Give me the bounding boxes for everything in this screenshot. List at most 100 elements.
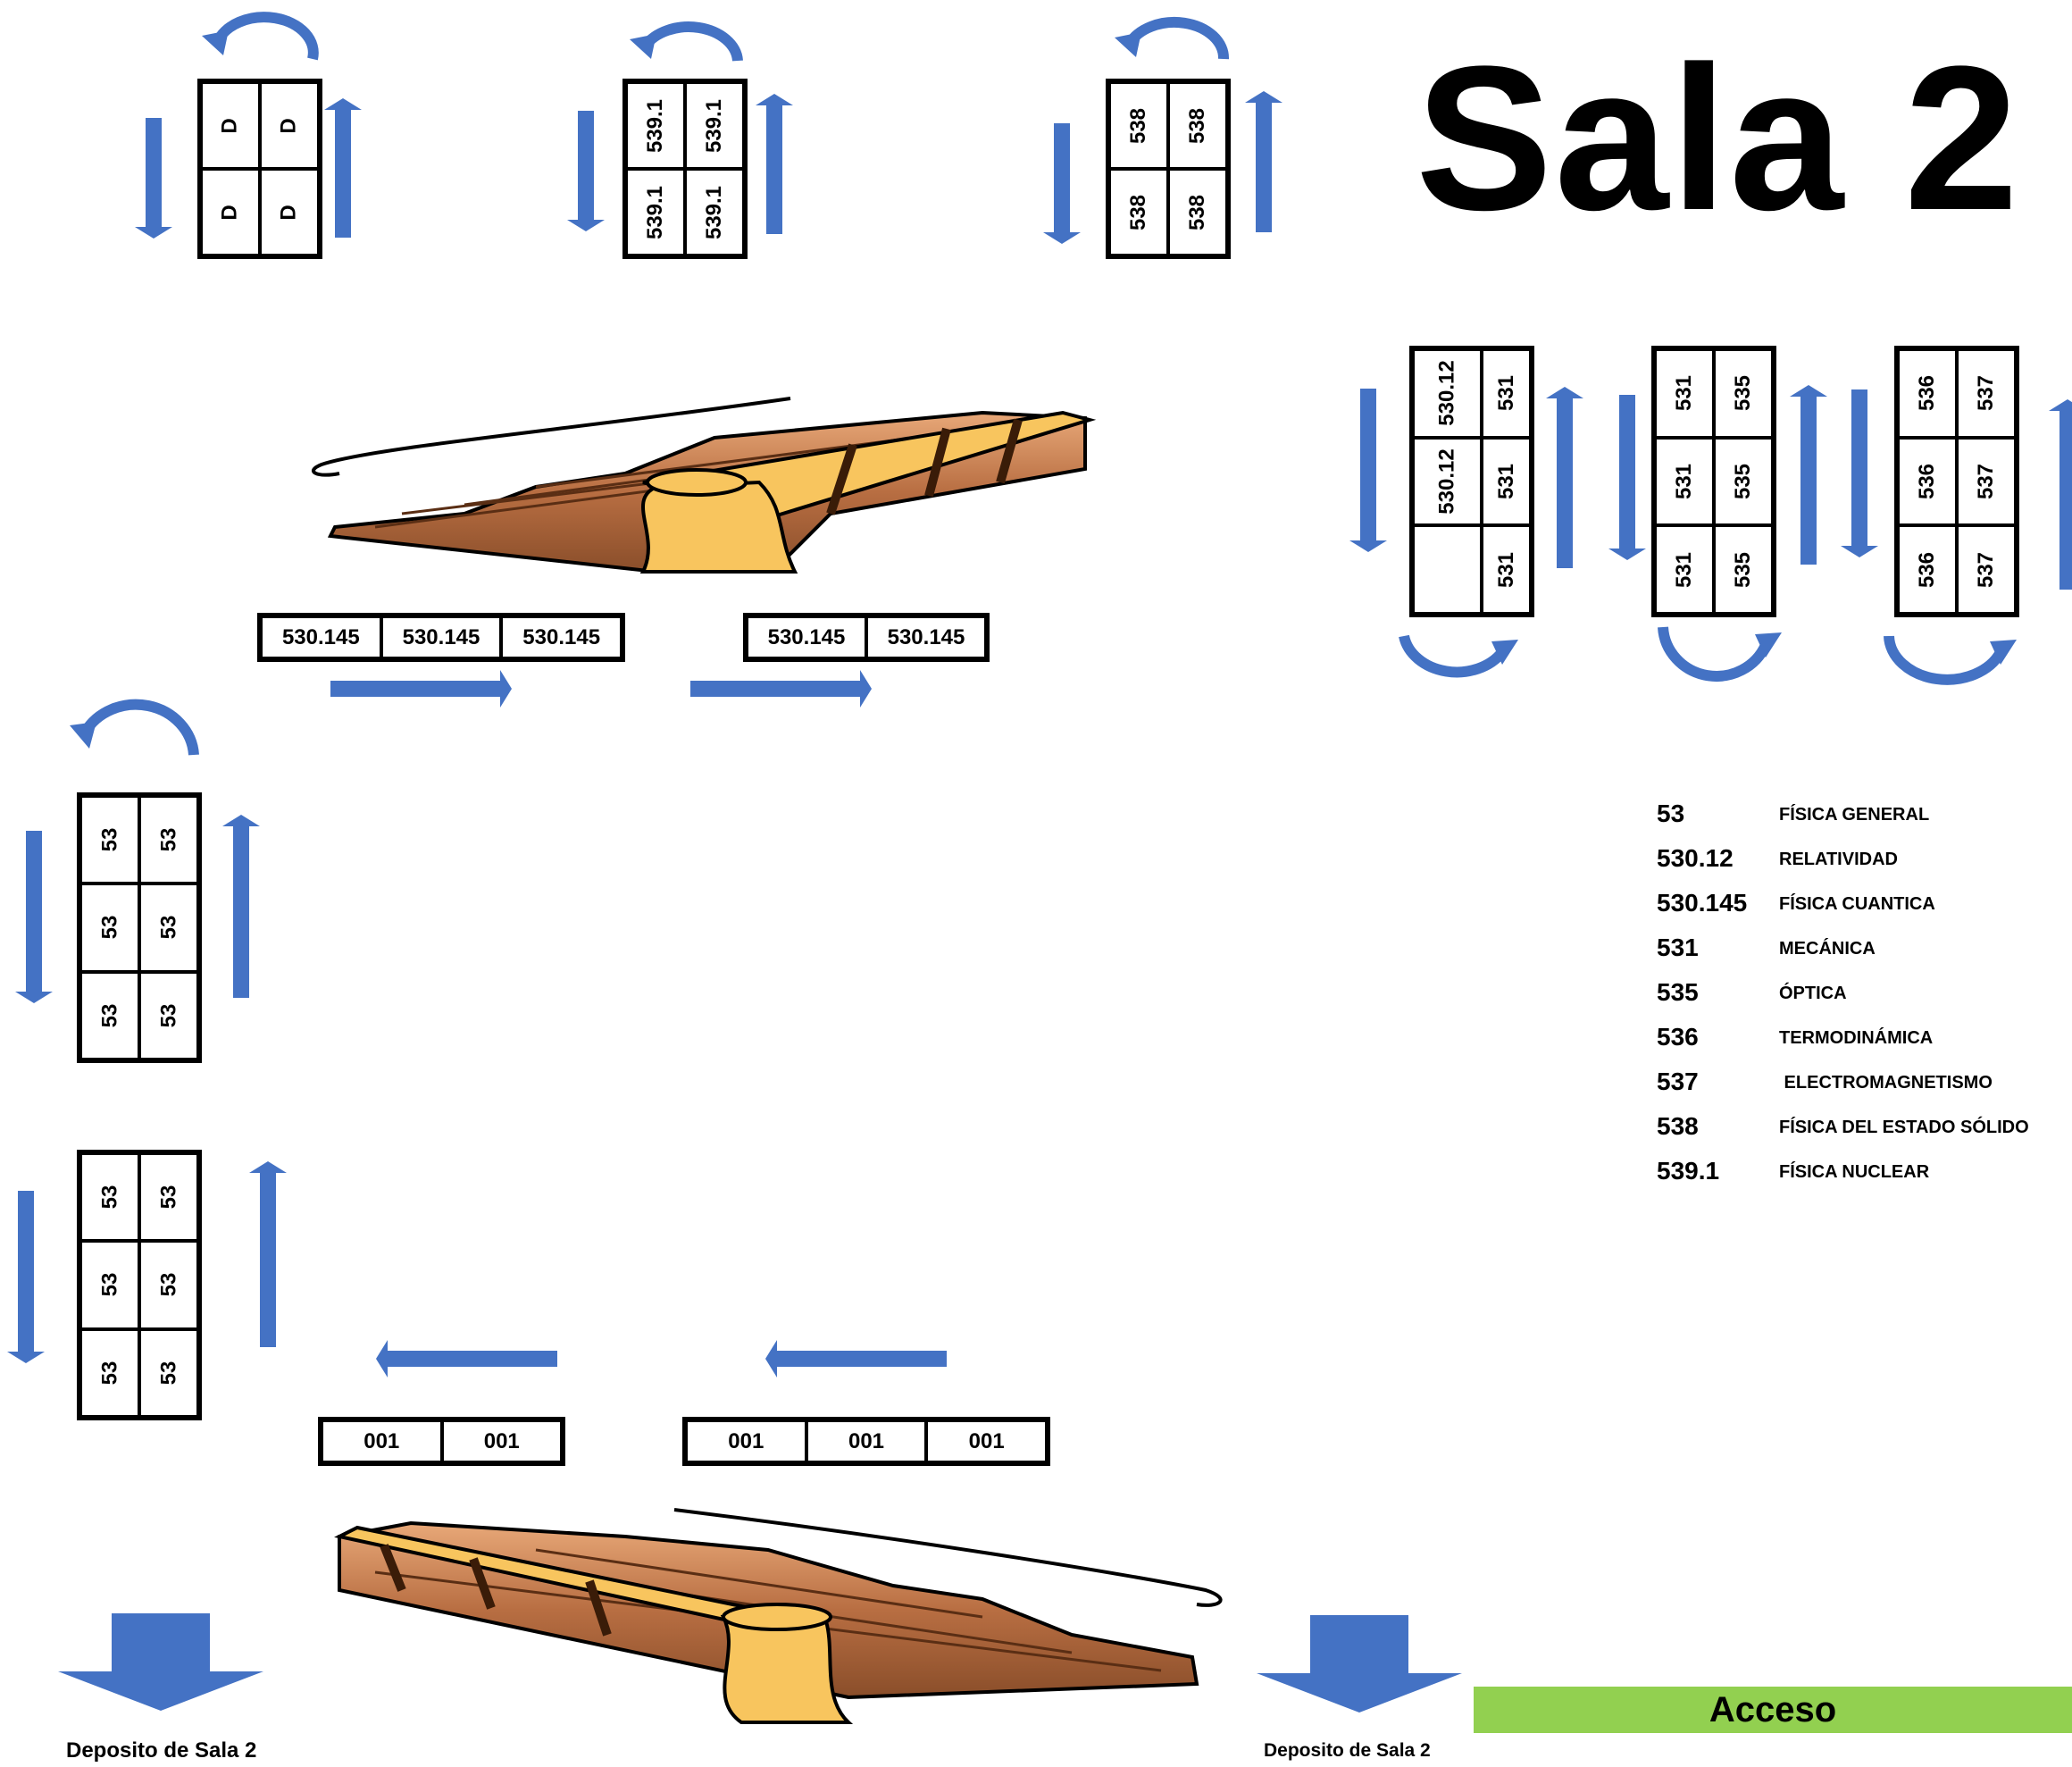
arrow-down-icon — [1608, 395, 1646, 560]
shelf-cell: 53 — [80, 796, 139, 884]
arrow-down-icon — [15, 831, 53, 1003]
arrow-left-icon — [376, 1340, 557, 1378]
shelf-cell: 535 — [1714, 525, 1773, 614]
shelf-cell: 539.1 — [626, 169, 685, 255]
shelf-cell: 537 — [1957, 437, 2016, 526]
shelf-cell: 53 — [80, 1241, 139, 1329]
shelf-cell: 531 — [1655, 349, 1714, 438]
shelf-cell: 53 — [139, 796, 198, 884]
shelf-cell: D — [260, 169, 319, 255]
shelf-530-12-531: 530.12 531 530.12 531 531 — [1409, 346, 1534, 617]
shelf-cell: 539.1 — [626, 82, 685, 169]
arrow-left-icon — [765, 1340, 947, 1378]
rotate-arrow-icon — [1399, 634, 1507, 678]
shelf-cell: 53 — [139, 1153, 198, 1242]
shelf-cell: 530.145 — [866, 616, 986, 658]
arrow-up-icon — [2049, 399, 2072, 590]
shelf-cell: 001 — [806, 1420, 927, 1462]
rotate-arrow-icon — [640, 21, 743, 62]
shelf-cell: 530.145 — [380, 616, 502, 658]
shelf-cell: 530.145 — [747, 616, 866, 658]
shelf-cell: 538 — [1168, 82, 1227, 169]
shelf-cell: 001 — [441, 1420, 562, 1462]
access-label: Acceso — [1709, 1689, 1837, 1729]
shelf-cell: 536 — [1898, 349, 1957, 438]
shelf-cell: 539.1 — [685, 169, 744, 255]
shelf-d: D D D D — [197, 79, 322, 259]
shelf-cell: D — [201, 169, 260, 255]
arrow-up-icon — [1546, 387, 1583, 568]
shelf-cell: D — [260, 82, 319, 169]
shelf-cell: 530.12 — [1413, 437, 1483, 526]
staircase-top-icon — [312, 397, 1097, 574]
deposit-label-right: Deposito de Sala 2 — [1264, 1740, 1431, 1761]
shelf-cell: 53 — [80, 1328, 139, 1417]
big-down-arrow-icon — [58, 1613, 263, 1711]
shelf-536-537: 536 537 536 537 536 537 — [1894, 346, 2019, 617]
staircase-bottom-icon — [334, 1508, 1223, 1724]
shelf-cell: 53 — [139, 1328, 198, 1417]
arrow-right-icon — [330, 670, 512, 708]
shelf-530-145-b: 530.145 530.145 — [743, 613, 990, 662]
shelf-cell: 531 — [1482, 437, 1531, 526]
shelf-538: 538 538 538 538 — [1106, 79, 1231, 259]
shelf-cell: 531 — [1655, 437, 1714, 526]
shelf-530-145-a: 530.145 530.145 530.145 — [257, 613, 625, 662]
shelf-539-1: 539.1 539.1 539.1 539.1 — [622, 79, 748, 259]
shelf-53-a: 53 53 53 53 53 53 — [77, 792, 202, 1063]
shelf-cell: 536 — [1898, 437, 1957, 526]
shelf-cell: 531 — [1482, 525, 1531, 614]
arrow-right-icon — [690, 670, 872, 708]
arrow-down-icon — [1043, 123, 1081, 244]
deposit-label-left: Deposito de Sala 2 — [66, 1738, 257, 1763]
shelf-cell: 531 — [1655, 525, 1714, 614]
arrow-up-icon — [756, 94, 793, 234]
arrow-down-icon — [135, 118, 172, 239]
shelf-cell: 531 — [1482, 349, 1531, 438]
shelf-cell: 530.145 — [501, 616, 622, 658]
arrow-down-icon — [567, 111, 605, 231]
shelf-cell: 53 — [80, 971, 139, 1059]
shelf-cell: 537 — [1957, 349, 2016, 438]
arrow-down-icon — [1841, 389, 1878, 557]
shelf-cell: 535 — [1714, 437, 1773, 526]
shelf-cell: 538 — [1109, 82, 1168, 169]
shelf-cell: 530.12 — [1413, 349, 1483, 438]
shelf-cell: 001 — [686, 1420, 806, 1462]
shelf-cell: 53 — [80, 1153, 139, 1242]
shelf-531-535: 531 535 531 535 531 535 — [1651, 346, 1776, 617]
shelf-53-b: 53 53 53 53 53 53 — [77, 1150, 202, 1420]
arrow-up-icon — [249, 1161, 287, 1347]
shelf-cell: 53 — [139, 1241, 198, 1329]
shelf-cell: 536 — [1898, 525, 1957, 614]
shelf-cell — [1413, 525, 1483, 614]
shelf-001-b: 001 001 001 — [682, 1417, 1050, 1466]
arrow-up-icon — [1790, 385, 1827, 565]
rotate-arrow-icon — [1658, 626, 1771, 682]
shelf-cell: 53 — [139, 971, 198, 1059]
shelf-cell: 538 — [1109, 169, 1168, 255]
shelf-cell: 538 — [1168, 169, 1227, 255]
arrow-down-icon — [7, 1191, 45, 1363]
arrow-up-icon — [222, 815, 260, 998]
big-down-arrow-icon — [1257, 1615, 1462, 1713]
rotate-arrow-icon — [79, 699, 199, 756]
rotate-arrow-icon — [212, 12, 319, 61]
shelf-001-a: 001 001 — [318, 1417, 565, 1466]
arrow-up-icon — [324, 98, 362, 238]
arrow-up-icon — [1245, 91, 1282, 232]
shelf-cell: D — [201, 82, 260, 169]
rotate-arrow-icon — [1124, 16, 1230, 60]
shelf-cell: 001 — [926, 1420, 1047, 1462]
room-title: Sala 2 — [1416, 23, 2020, 253]
shelf-cell: 53 — [80, 884, 139, 972]
access-bar: Acceso — [1474, 1687, 2072, 1733]
shelf-cell: 53 — [139, 884, 198, 972]
rotate-arrow-icon — [1884, 635, 2006, 685]
shelf-cell: 001 — [322, 1420, 442, 1462]
shelf-cell: 539.1 — [685, 82, 744, 169]
arrow-down-icon — [1349, 389, 1387, 552]
shelf-cell: 537 — [1957, 525, 2016, 614]
shelf-cell: 535 — [1714, 349, 1773, 438]
